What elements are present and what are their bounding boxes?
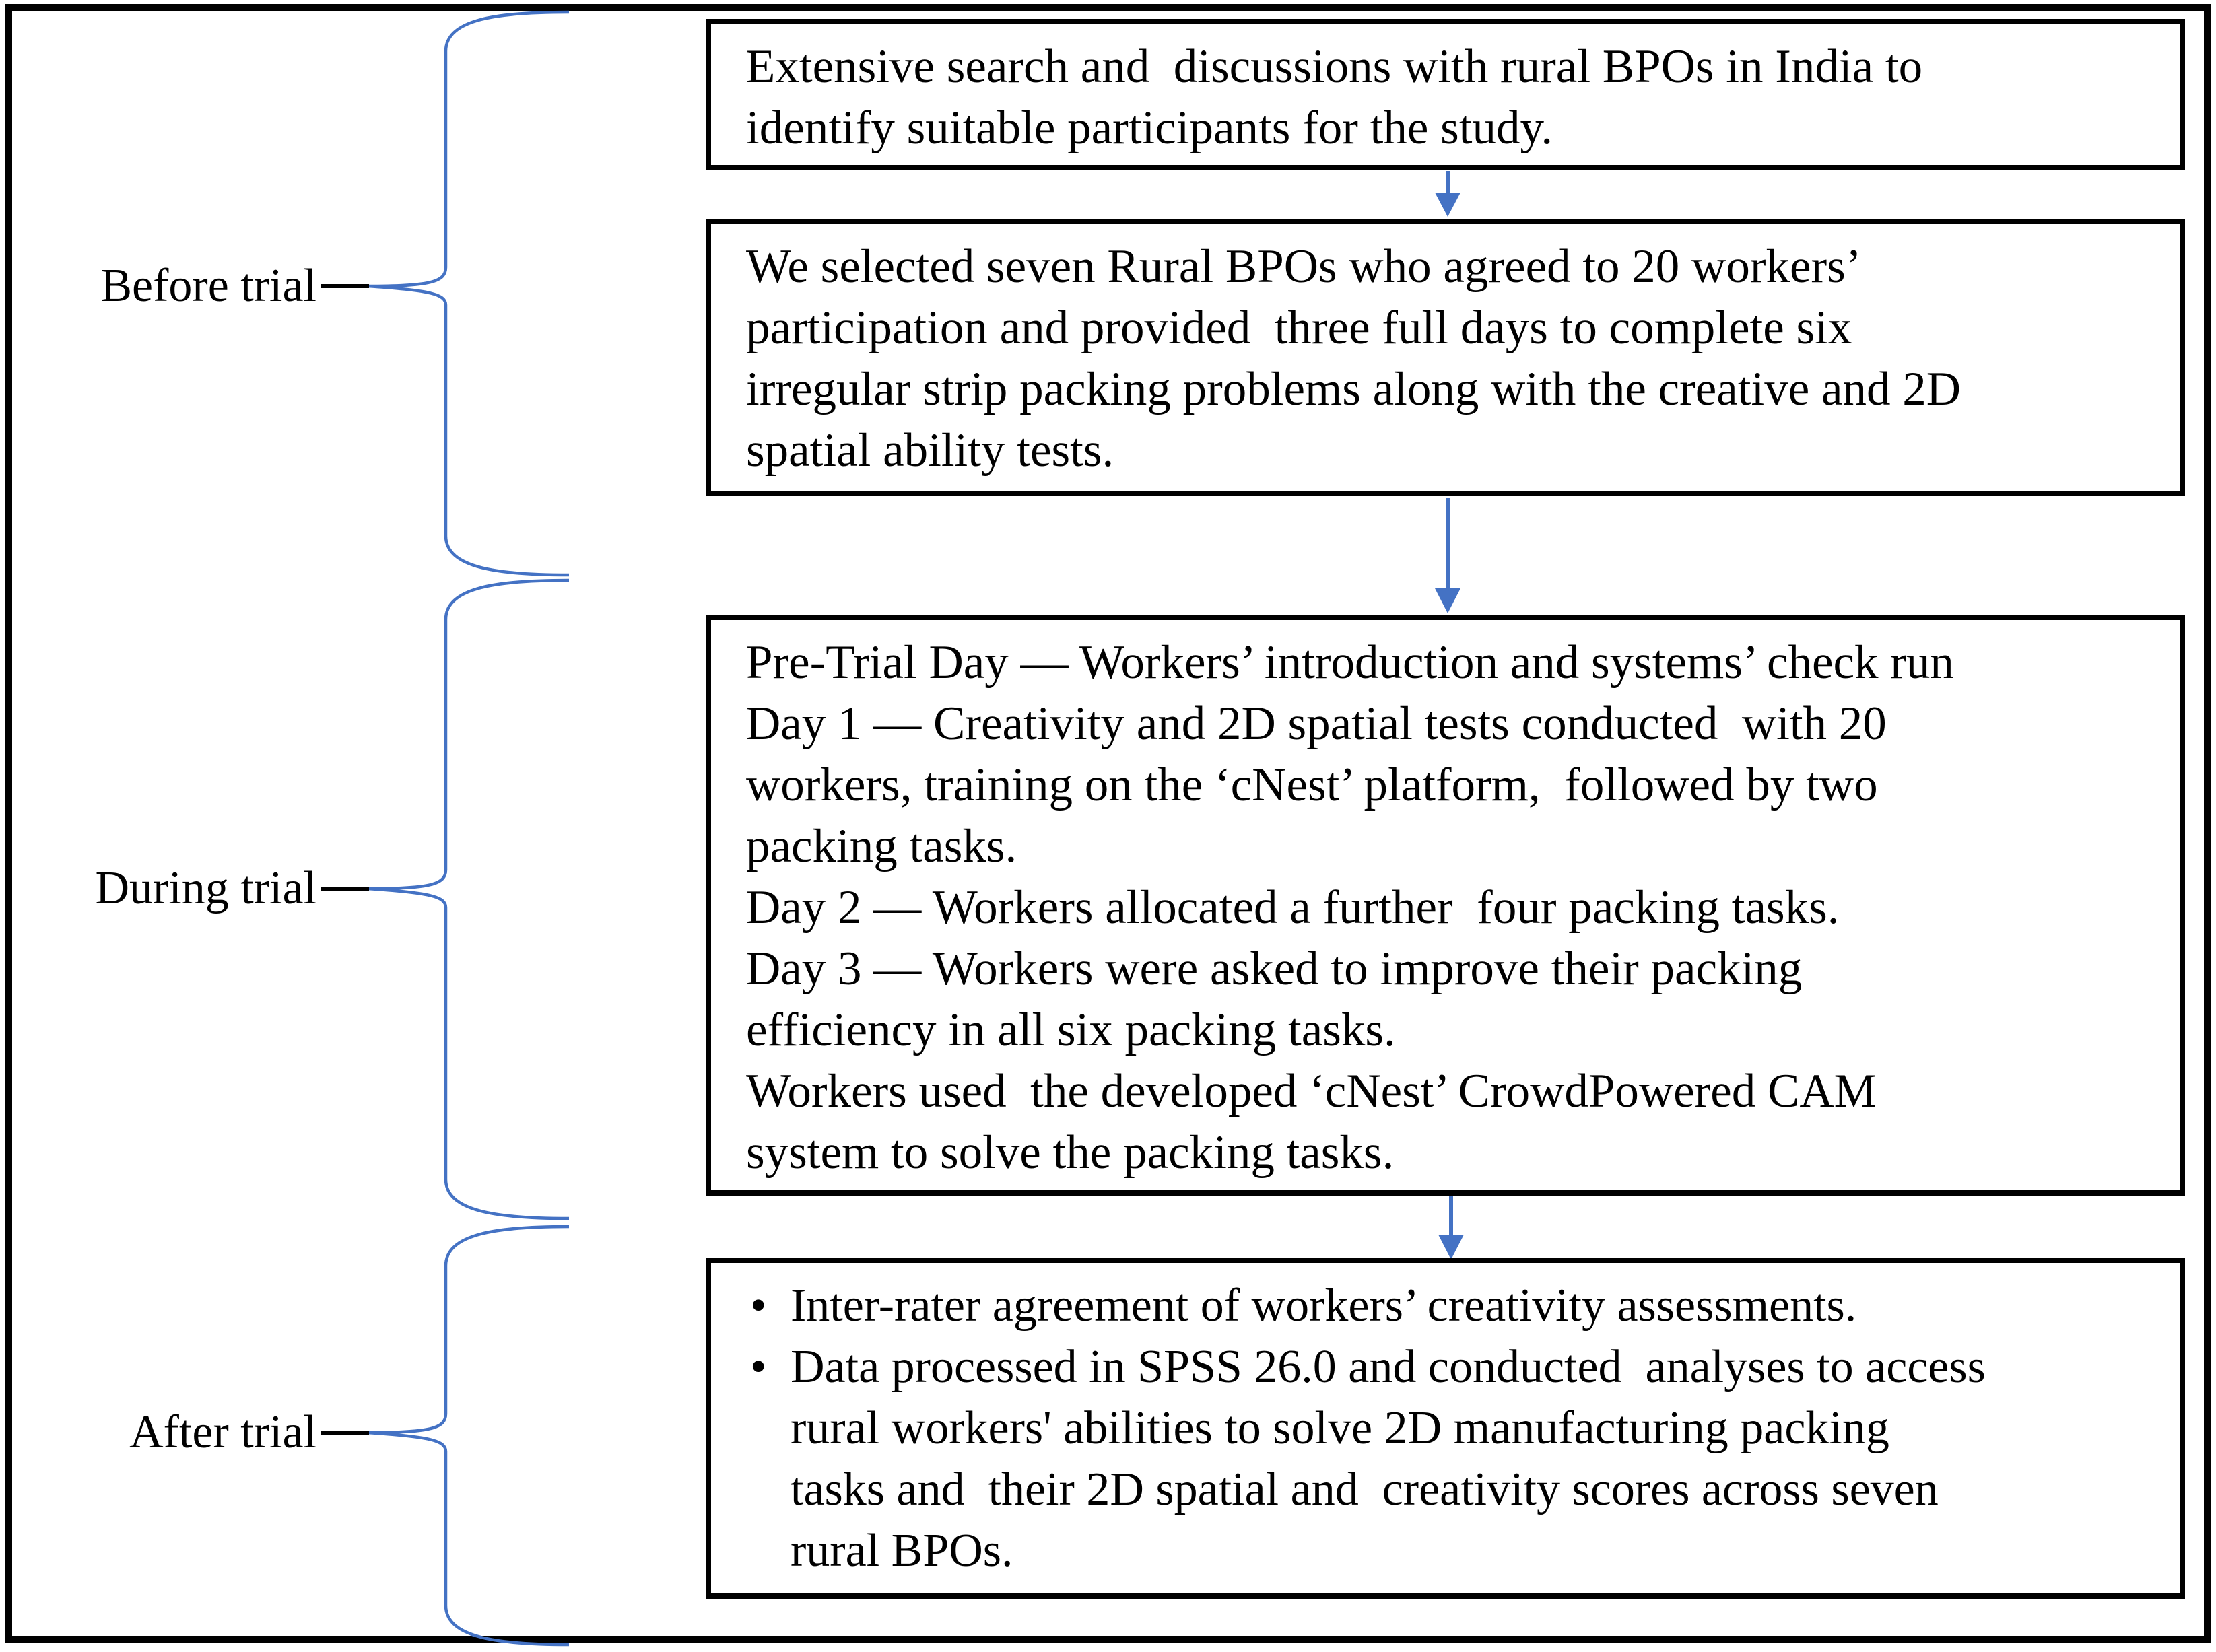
- outer-border: [5, 4, 2211, 1643]
- box-analysis: • Inter-rater agreement of workers’ creat…: [706, 1258, 2185, 1599]
- box-text-line: Day 3 — Workers were asked to improve th…: [746, 942, 1803, 995]
- box-trial-days: Pre-Trial Day — Workers’ introduction an…: [706, 615, 2185, 1196]
- bullet-item: • Inter-rater agreement of workers’ creat…: [738, 1275, 2159, 1336]
- box-text-line: Workers used the developed ‘cNest’ Crowd…: [746, 1065, 1877, 1117]
- box-text-line: Extensive search and discussions with ru…: [746, 40, 1923, 93]
- box-text-line: rural workers' abilities to solve 2D man…: [791, 1402, 1889, 1454]
- box-text-line: irregular strip packing problems along w…: [746, 363, 1961, 415]
- box-text-line: efficiency in all six packing tasks.: [746, 1004, 1396, 1056]
- bullet-icon: •: [750, 1341, 767, 1393]
- box-text-line: system to solve the packing tasks.: [746, 1126, 1395, 1179]
- box-text-line: Inter-rater agreement of workers’ creati…: [791, 1280, 1857, 1332]
- box-text-line: rural BPOs.: [791, 1525, 1013, 1577]
- bullet-text: Inter-rater agreement of workers’ creati…: [791, 1275, 2159, 1336]
- box-text-line: spatial ability tests.: [746, 424, 1114, 477]
- box-text-line: packing tasks.: [746, 820, 1017, 872]
- box-text-line: participation and provided three full da…: [746, 302, 1852, 354]
- box-text-line: Day 1 — Creativity and 2D spatial tests …: [746, 697, 1887, 750]
- phase-label-during-trial: During trial: [95, 862, 316, 914]
- bullet-icon: •: [750, 1280, 767, 1332]
- box-text-line: workers, training on the ‘cNest’ platfor…: [746, 759, 1878, 811]
- box-participant-search: Extensive search and discussions with ru…: [706, 19, 2185, 170]
- box-bpo-selection: We selected seven Rural BPOs who agreed …: [706, 219, 2185, 496]
- box-text-line: Day 2 — Workers allocated a further four…: [746, 881, 1840, 934]
- phase-label-before-trial: Before trial: [100, 260, 316, 312]
- box-text-line: identify suitable participants for the s…: [746, 102, 1553, 154]
- box-text-line: Data processed in SPSS 26.0 and conducte…: [791, 1341, 1986, 1393]
- bullet-item: • Data processed in SPSS 26.0 and conduct…: [738, 1336, 2159, 1581]
- box-text-line: Pre-Trial Day — Workers’ introduction an…: [746, 636, 1954, 689]
- phase-label-after-trial: After trial: [129, 1406, 316, 1458]
- box-text-line: We selected seven Rural BPOs who agreed …: [746, 240, 1862, 293]
- box-text-line: tasks and their 2D spatial and creativit…: [791, 1464, 1939, 1515]
- bullet-text: Data processed in SPSS 26.0 and conducte…: [791, 1336, 2159, 1581]
